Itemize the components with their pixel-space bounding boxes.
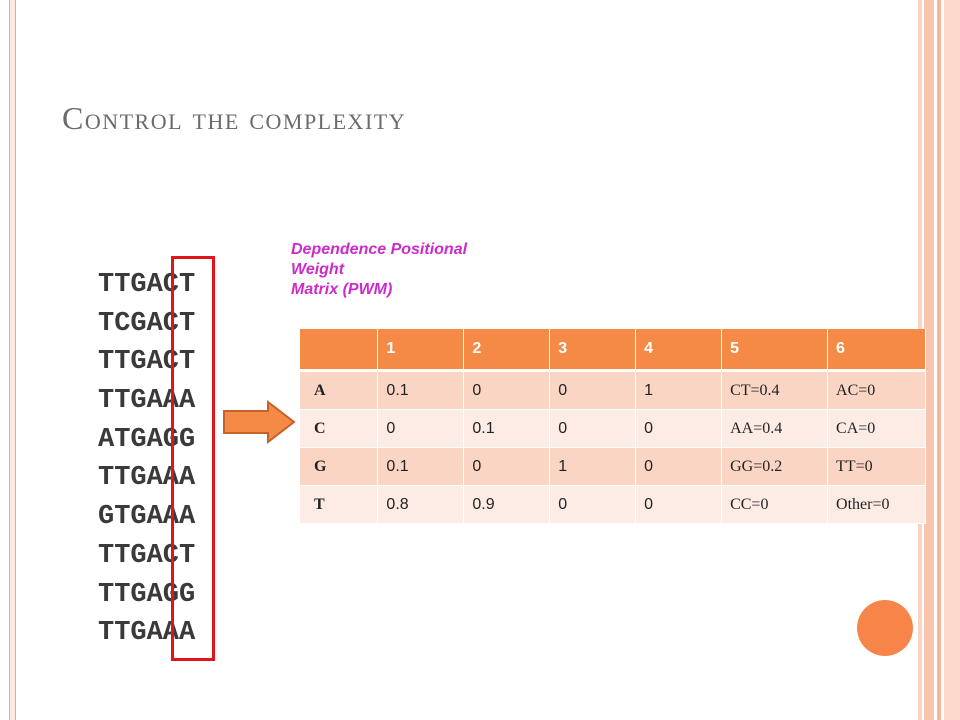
table-cell: AA=0.4 — [721, 409, 829, 448]
row-label: A — [300, 370, 379, 410]
sequence-item: TTGAAA — [98, 463, 196, 494]
table-header-cell: 2 — [463, 329, 551, 372]
row-label: C — [300, 409, 379, 448]
table-cell: 0 — [549, 370, 637, 410]
sequence-item: TTGACT — [98, 270, 196, 300]
table-cell: 0.9 — [463, 485, 551, 524]
table-cell: Other=0 — [827, 485, 926, 524]
table-cell: 0 — [549, 485, 637, 524]
table-cell: CC=0 — [721, 485, 829, 524]
table-header-cell: 4 — [635, 329, 723, 372]
row-label: T — [300, 485, 379, 524]
table-row: A 0.1 0 0 1 CT=0.4 AC=0 — [300, 370, 926, 410]
sequence-item: GTGAAA — [98, 502, 196, 533]
table-cell: 0.1 — [377, 447, 465, 486]
table-cell: 0.8 — [377, 485, 465, 524]
table-header-cell: 6 — [827, 329, 926, 372]
table-row: G 0.1 0 1 0 GG=0.2 TT=0 — [300, 447, 926, 486]
table-cell: 0 — [377, 409, 465, 448]
pwm-caption: Dependence Positional Weight Matrix (PWM… — [291, 240, 551, 300]
table-header-cell: 3 — [549, 329, 637, 372]
sequence-item: ATGAGG — [98, 424, 196, 455]
table-header-row: 1 2 3 4 5 6 — [300, 329, 926, 372]
sequence-item: TTGAAA — [98, 618, 196, 649]
table-header-cell: 1 — [377, 329, 465, 372]
table-row: T 0.8 0.9 0 0 CC=0 Other=0 — [300, 485, 926, 524]
table-cell: 0 — [463, 447, 551, 486]
table-cell: 0 — [635, 447, 723, 486]
table-cell: 1 — [549, 447, 637, 486]
table-cell: TT=0 — [827, 447, 926, 486]
table-cell: 0.1 — [377, 370, 465, 410]
sequence-list: TTGACT TCGACT TTGACT TTGAAA ATGAGG TTGAA… — [98, 266, 195, 653]
sequence-item: TCGACT — [98, 308, 196, 339]
slide-title: Control the complexity — [62, 100, 407, 136]
table-row: C 0 0.1 0 0 AA=0.4 CA=0 — [300, 409, 926, 448]
table-cell: 0 — [549, 409, 637, 448]
pwm-table: 1 2 3 4 5 6 A 0.1 0 0 1 CT=0.4 AC=0 C 0 … — [300, 329, 926, 524]
pwm-caption-line: Dependence Positional — [291, 241, 468, 258]
table-cell: 1 — [635, 370, 723, 410]
table-cell: CT=0.4 — [721, 370, 829, 410]
pwm-caption-line: Weight — [291, 261, 345, 278]
pwm-caption-line: Matrix (PWM) — [291, 281, 393, 298]
column-highlight-box — [171, 256, 215, 661]
table-cell: CA=0 — [827, 409, 926, 448]
right-arrow-icon — [223, 400, 296, 444]
table-cell: 0.1 — [463, 409, 551, 448]
sequence-item: TTGAGG — [98, 579, 196, 610]
table-header-cell — [300, 329, 379, 372]
left-frame-border — [9, 0, 16, 720]
row-label: G — [300, 447, 379, 486]
sequence-item: TTGACT — [98, 347, 196, 378]
table-header-cell: 5 — [721, 329, 829, 372]
table-cell: 0 — [463, 370, 551, 410]
sequence-item: TTGACT — [98, 540, 196, 571]
table-cell: GG=0.2 — [721, 447, 829, 486]
table-cell: 0 — [635, 485, 723, 524]
table-cell: AC=0 — [827, 370, 926, 410]
table-cell: 0 — [635, 409, 723, 448]
decorative-circle-icon — [857, 600, 913, 656]
sequence-item: TTGAAA — [98, 386, 196, 417]
